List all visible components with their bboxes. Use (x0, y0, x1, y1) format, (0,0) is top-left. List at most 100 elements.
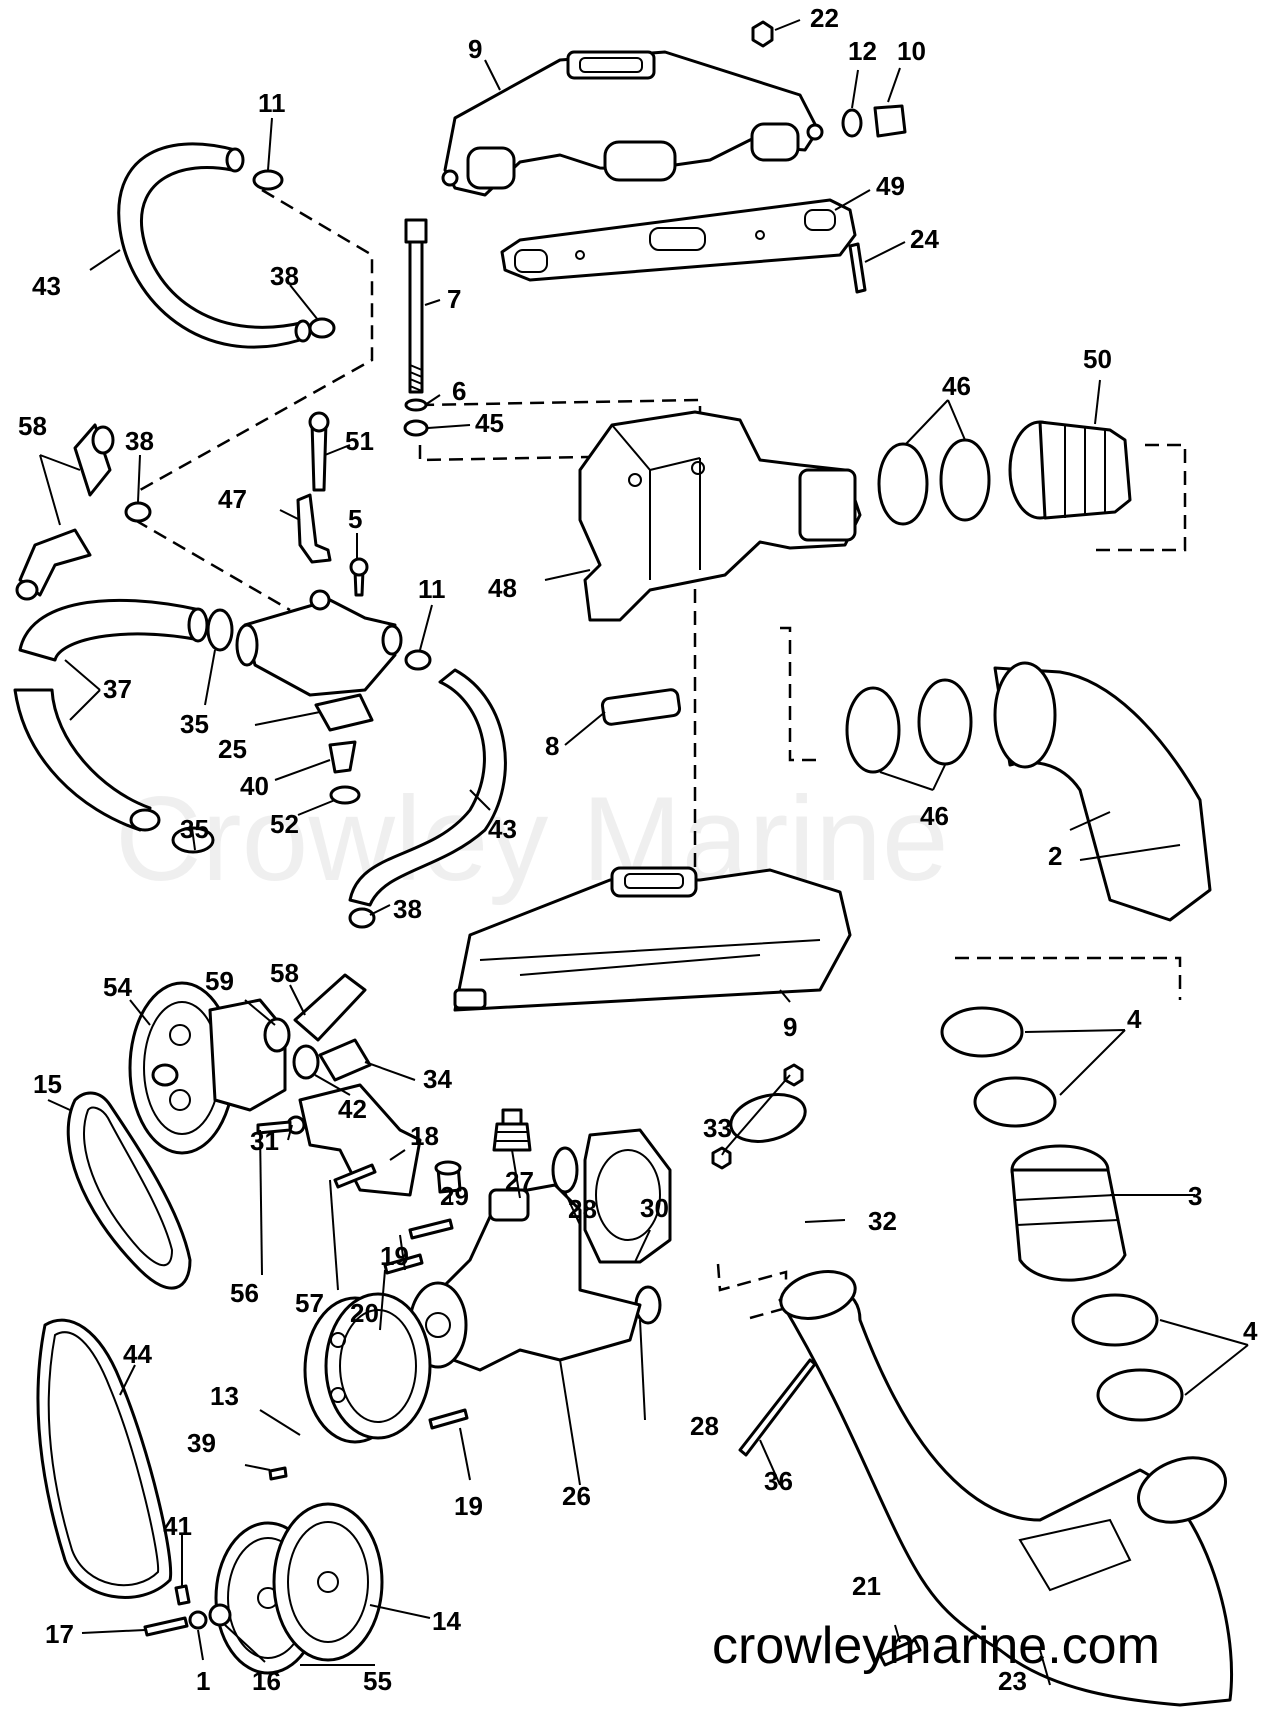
callout-10: 10 (897, 36, 926, 66)
elbow-hose-58-b (18, 528, 92, 597)
callout-27: 27 (505, 1166, 534, 1196)
callout-3: 3 (1188, 1181, 1202, 1211)
callout-55: 55 (363, 1666, 392, 1696)
washer-45 (403, 419, 429, 437)
hose-clamp-4-d (1096, 1368, 1184, 1422)
nut-33-b (711, 1146, 732, 1170)
hose-34 (318, 1038, 372, 1082)
callout-39: 39 (187, 1428, 216, 1458)
callout-2: 2 (1048, 841, 1062, 871)
drive-belt-44 (36, 1318, 173, 1599)
callout-16: 16 (252, 1666, 281, 1696)
callout-9-upper: 9 (468, 34, 482, 64)
callout-25: 25 (218, 734, 247, 764)
hose-clamp-4-b (973, 1076, 1057, 1128)
callout-35-upper: 35 (180, 709, 209, 739)
callout-numbers: 22 9 12 10 11 49 43 38 7 24 6 45 46 50 5… (18, 3, 1258, 1696)
callout-43-upper: 43 (32, 271, 61, 301)
callout-6: 6 (452, 376, 466, 406)
callout-37: 37 (103, 674, 132, 704)
manifold-gasket-49 (500, 198, 857, 282)
elbow-hose-58-a (73, 423, 112, 497)
callout-50: 50 (1083, 344, 1112, 374)
callout-51: 51 (345, 426, 374, 456)
bolt-57 (333, 1163, 377, 1189)
callout-18: 18 (410, 1121, 439, 1151)
callout-7: 7 (447, 284, 461, 314)
callout-46-upper: 46 (942, 371, 971, 401)
callout-28-upper: 28 (568, 1194, 597, 1224)
callout-12: 12 (848, 36, 877, 66)
callout-33: 33 (703, 1113, 732, 1143)
callout-42: 42 (338, 1094, 367, 1124)
callout-29: 29 (440, 1181, 469, 1211)
callout-24: 24 (910, 224, 939, 254)
callout-49: 49 (876, 171, 905, 201)
sleeve-10 (873, 104, 907, 138)
callout-15: 15 (33, 1069, 62, 1099)
exhaust-manifold-lower (453, 866, 852, 1012)
callout-13: 13 (210, 1381, 239, 1411)
callout-59: 59 (205, 966, 234, 996)
callout-19-upper: 19 (380, 1241, 409, 1271)
callout-58-pump: 58 (270, 958, 299, 988)
circulating-water-pump-26 (408, 1183, 642, 1372)
gasket-25 (314, 693, 374, 732)
hose-58-pump (293, 973, 367, 1042)
bolt-19-upper (408, 1218, 454, 1240)
callout-56: 56 (230, 1278, 259, 1308)
callout-38-mid: 38 (125, 426, 154, 456)
callout-9-lower: 9 (783, 1012, 797, 1042)
exhaust-elbow-48 (578, 410, 862, 622)
gasket-30 (583, 1128, 672, 1264)
callout-8: 8 (545, 731, 559, 761)
hose-clamp-11-right (404, 649, 432, 671)
callout-38-upper: 38 (270, 261, 299, 291)
callout-22: 22 (810, 3, 839, 33)
leader-lines (39, 19, 1249, 1686)
fitting-42 (292, 1044, 320, 1080)
callout-43-lower: 43 (488, 814, 517, 844)
bolt-19-lower (428, 1408, 469, 1430)
nut-33-a (783, 1063, 804, 1087)
nut-22 (751, 20, 774, 48)
bolt-39 (268, 1466, 288, 1481)
callout-4-lower: 4 (1243, 1316, 1258, 1346)
callout-57: 57 (295, 1288, 324, 1318)
callout-58-left: 58 (18, 411, 47, 441)
hose-37-lower (13, 688, 152, 832)
callout-14: 14 (432, 1606, 461, 1636)
exhaust-y-pipe-23 (778, 1270, 1234, 1707)
callout-4-upper: 4 (1127, 1004, 1142, 1034)
callout-48: 48 (488, 573, 517, 603)
hose-clamp-46-lower-b (917, 678, 973, 766)
callout-28-lower: 28 (690, 1411, 719, 1441)
hose-43-lower (348, 668, 507, 907)
callout-34: 34 (423, 1064, 452, 1094)
hose-clamp-4-c (1071, 1293, 1159, 1347)
dashed-assembly-lines (134, 188, 1187, 1320)
callout-40: 40 (240, 771, 269, 801)
callout-26: 26 (562, 1481, 591, 1511)
stud-24 (848, 242, 867, 294)
callout-36: 36 (764, 1466, 793, 1496)
washer-1 (188, 1610, 208, 1630)
site-url: crowleymarine.com (712, 1617, 1160, 1675)
callout-46-lower: 46 (920, 801, 949, 831)
fitting-27 (492, 1108, 532, 1152)
callout-19-lower: 19 (454, 1491, 483, 1521)
callout-1: 1 (196, 1666, 210, 1696)
hose-clamp-46-upper-b (939, 438, 991, 522)
hose-clamp-38-lower (348, 907, 376, 929)
exhaust-tube-2 (993, 661, 1212, 922)
callout-35-lower: 35 (180, 814, 209, 844)
bracket-18 (298, 1083, 422, 1197)
callout-45: 45 (475, 408, 504, 438)
callout-17: 17 (45, 1619, 74, 1649)
callout-47: 47 (218, 484, 247, 514)
hose-clamp-4-a (940, 1006, 1024, 1058)
callout-38-lower: 38 (393, 894, 422, 924)
hose-clamp-38-upper (308, 317, 336, 339)
callout-32: 32 (868, 1206, 897, 1236)
bolt-21 (878, 1638, 922, 1667)
